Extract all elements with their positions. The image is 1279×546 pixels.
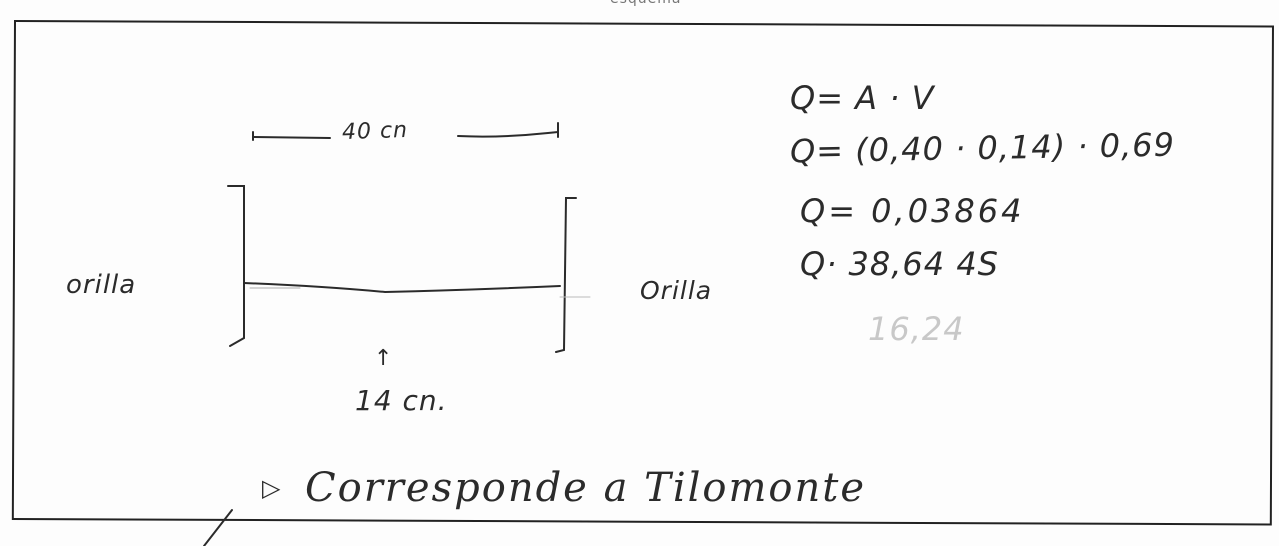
note-pointer-line xyxy=(203,509,233,546)
up-arrow-icon: ↑ xyxy=(374,346,393,371)
width-label: 40 cn xyxy=(341,117,409,146)
right-bank-line xyxy=(555,197,577,353)
left-bank-line xyxy=(227,185,245,347)
flow-substitution: Q= (0,40 · 0,14) · 0,69 xyxy=(789,125,1176,171)
right-bank-label: Orilla xyxy=(640,276,713,305)
depth-label: 14 cn. xyxy=(355,384,448,417)
water-surface-line xyxy=(243,282,561,294)
left-bank-label: orilla xyxy=(66,270,137,300)
flow-equation: Q= A · V xyxy=(790,79,935,117)
width-dimension-left xyxy=(252,131,331,141)
faint-value: 16,24 xyxy=(868,310,965,348)
location-note: Corresponde a Tilomonte xyxy=(305,465,866,511)
flow-result-ls: Q· 38,64 4S xyxy=(800,245,999,283)
width-dimension-right xyxy=(457,122,559,138)
flow-result-m3: Q= 0,03864 xyxy=(800,192,1025,230)
header-fragment: esquema xyxy=(610,0,682,7)
triangle-marker-icon: ▷ xyxy=(262,474,281,502)
